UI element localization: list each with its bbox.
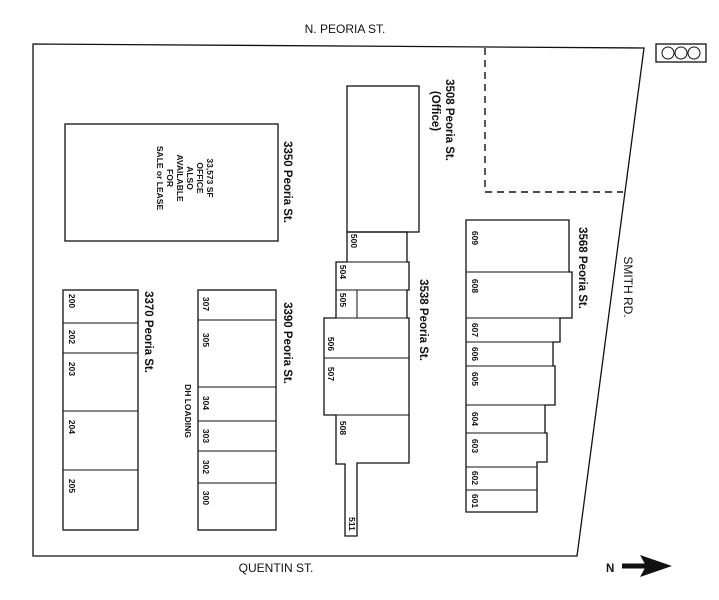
unit-508: 508: [338, 421, 348, 435]
office-availability-note: 33,573 SF OFFICE ALSO AVAILABLE FOR SALE…: [155, 146, 215, 211]
unit-202: 202: [67, 330, 77, 344]
unit-511: 511: [347, 517, 357, 531]
dashed-parcel-outline: [484, 48, 623, 193]
dock-high-loading-label: DH LOADING: [183, 384, 193, 438]
unit-506: 506: [326, 337, 336, 351]
building-3350: [64, 123, 279, 242]
traffic-light-icon: [655, 43, 707, 63]
unit-609: 609: [470, 231, 480, 245]
unit-303: 303: [201, 429, 211, 443]
unit-203: 203: [67, 362, 77, 376]
unit-607: 607: [470, 323, 480, 337]
note-line-1: 33,573 SF: [205, 158, 215, 197]
unit-200: 200: [67, 294, 77, 308]
address-3508: 3508 Peoria St.: [443, 79, 455, 161]
building-3370: [62, 289, 139, 531]
unit-602: 602: [470, 471, 480, 485]
street-label-south: QUENTIN ST.: [239, 561, 314, 575]
unit-604: 604: [470, 412, 480, 426]
unit-507: 507: [326, 367, 336, 381]
unit-504: 504: [338, 265, 348, 279]
unit-204: 204: [67, 420, 77, 434]
note-line-2: OFFICE: [195, 162, 205, 193]
note-line-3: ALSO: [185, 166, 195, 190]
address-3538: 3538 Peoria St.: [417, 279, 429, 361]
unit-601: 601: [470, 494, 480, 508]
address-3508-sub: (Office): [429, 91, 441, 131]
unit-605: 605: [470, 372, 480, 386]
north-arrow-label: N: [606, 563, 614, 575]
unit-500: 500: [349, 234, 359, 248]
address-3350: 3350 Peoria St.: [281, 141, 293, 223]
address-3370: 3370 Peoria St.: [142, 291, 154, 373]
building-3568: [465, 219, 573, 513]
unit-300: 300: [201, 491, 211, 505]
unit-305: 305: [201, 333, 211, 347]
unit-304: 304: [201, 396, 211, 410]
unit-608: 608: [470, 279, 480, 293]
north-arrow-icon: N: [606, 555, 672, 577]
property-boundary: [32, 43, 645, 557]
note-line-6: SALE or LEASE: [155, 146, 165, 211]
unit-302: 302: [201, 460, 211, 474]
building-3538: [323, 231, 410, 537]
unit-606: 606: [470, 347, 480, 361]
building-3390: [197, 289, 277, 531]
unit-205: 205: [67, 479, 77, 493]
note-line-5: FOR: [165, 169, 175, 187]
note-line-4: AVAILABLE: [175, 154, 185, 202]
address-3390: 3390 Peoria St.: [281, 302, 293, 384]
street-label-north: N. PEORIA ST.: [305, 22, 386, 36]
unit-505: 505: [338, 293, 348, 307]
unit-603: 603: [470, 439, 480, 453]
address-3568: 3568 Peoria St.: [576, 227, 588, 309]
street-label-east: SMITH RD.: [621, 256, 635, 317]
unit-307: 307: [201, 297, 211, 311]
building-3508: [346, 85, 420, 233]
